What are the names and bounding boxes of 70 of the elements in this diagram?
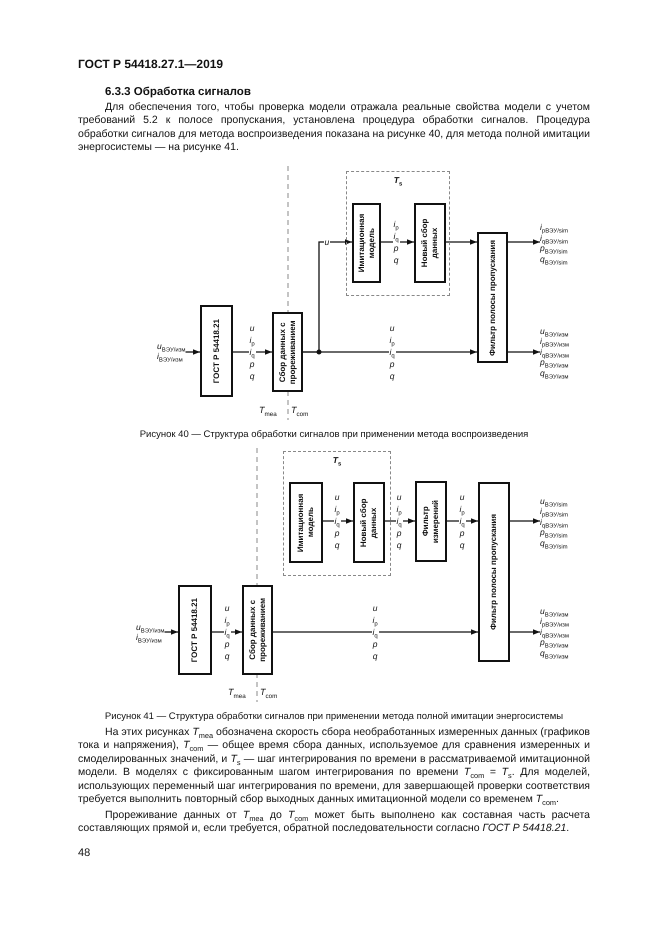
box-label: Новый сбор данных	[420, 218, 440, 270]
process-box	[478, 482, 510, 662]
box-label: Имитационная модель	[356, 212, 376, 274]
arrow	[508, 349, 540, 355]
box-label: Фильтр полосы пропускания	[489, 514, 499, 630]
arrow	[510, 629, 540, 635]
arrow	[446, 239, 477, 245]
process-box	[289, 482, 323, 563]
process-box	[178, 585, 212, 675]
arrow	[447, 518, 478, 524]
arrow	[186, 349, 200, 355]
time-label: T$_{mea}$	[228, 686, 247, 700]
box-label: ГОСТ Р 54418.21	[212, 318, 222, 384]
signal-label: i$_{p}$ i$_{q}$ p q	[392, 218, 400, 266]
signal-name: q$_{ВЭУ/изм}$	[540, 368, 569, 378]
signal-name: q$_{ВЭУ/изм}$	[540, 648, 569, 658]
signal-name: i$_{qВЭУ/sim}$	[540, 232, 568, 243]
paragraph: Для обеспечения того, чтобы проверка модели отражала реальные свойства модели с учетом требований 5.2 к полосе пропускания, установлена процедура обработки сигналов. Процедура обработки сигналов для метода воспроизведения показана на рисунке 40, для метода полной имитации энергосистемы — на рисунке 41.	[78, 101, 590, 155]
signal-name: i$_{qВЭУ/sim}$	[540, 516, 568, 528]
header: ГОСТ Р 54418.27.1—2019	[78, 58, 224, 72]
box-label: Сбор данных с прореживанием	[248, 597, 268, 664]
time-label: T$_{com}$	[260, 686, 278, 700]
section-heading: 6.3.3 Обработка сигналов	[105, 86, 251, 100]
signal-name: u$_{ВЭУ/изм}$	[136, 622, 165, 632]
process-box	[200, 305, 233, 397]
time-label: T$_{com}$	[291, 404, 310, 418]
group-label: T$_{s}$	[392, 175, 404, 186]
process-box	[352, 203, 381, 283]
signal-name: u$_{ВЭУ/sim}$	[540, 496, 568, 506]
signal-name: u$_{ВЭУ/изм}$	[540, 326, 569, 336]
arrow	[303, 349, 477, 355]
group-label: T$_{s}$	[332, 455, 342, 466]
paragraph: На этих рисунках T$_{mea}$ обозначена скорость сбора необработанных измеренных данных (графиков тока и напряжения), T$_{com}$ — общее время сбора данных, используемое для сравнения измеренных и смоделированных значений, и T$_{s}$ — шаг интегрирования по времени в рассматриваемой имитационной модели. В моделях с фиксированным шагом интегрирования по времени T$_{com}$ = T$_{s}$. Для моделей, использующих переменный шаг интегрирования по времени, для завершающей проверки соответствия требуется выполнить повторный сбор выходных данных имитационной модели со временем T$_{com}$.	[78, 726, 590, 806]
signal-name: i$_{pВЭУ/sim}$	[540, 222, 568, 232]
arrow	[164, 629, 178, 635]
dashed-group	[283, 451, 391, 576]
signal-name: i$_{ВЭУ/изм}$	[136, 632, 162, 642]
box-label: Новый сбор данных	[359, 497, 379, 549]
box-label: Фильтр полосы пропускания	[488, 240, 498, 356]
arrow	[385, 518, 415, 524]
signal-name: i$_{qВЭУ/изм}$	[540, 626, 569, 638]
process-box	[242, 585, 273, 675]
arrow	[323, 518, 353, 524]
signal-name: i$_{pВЭУ/изм}$	[540, 616, 569, 627]
dashed-group	[346, 171, 450, 296]
signal-name: u$_{ВЭУ/изм}$	[157, 340, 186, 351]
box-label: Имитационная модель	[296, 492, 316, 554]
process-box	[272, 312, 303, 392]
signal-name: i$_{ВЭУ/изм}$	[157, 351, 183, 362]
box-label: Фильтр измерений	[421, 498, 441, 546]
figure-caption: Рисунок 41 — Структура обработки сигналов при применении метода полной имитации энергосистемы	[104, 710, 564, 724]
arrow	[273, 629, 478, 635]
process-box	[415, 481, 447, 562]
signal-name: q$_{ВЭУ/sim}$	[540, 254, 568, 264]
process-box	[414, 203, 446, 283]
process-box	[477, 232, 508, 363]
arrow	[508, 239, 540, 245]
time-label: T$_{mea}$	[259, 404, 278, 418]
signal-name: q$_{ВЭУ/sim}$	[540, 538, 568, 548]
signal-name: i$_{pВЭУ/sim}$	[540, 506, 568, 517]
signal-name: i$_{pВЭУ/изм}$	[540, 336, 569, 347]
page-number: 48	[78, 847, 92, 860]
paragraph: Прореживание данных от T$_{mea}$ до T$_{com}$ может быть выполнено как составная часть расчета составляющих прямой и, если требуется, обратной последовательности согласно ГОСТ Р 54418.21.	[78, 809, 590, 836]
box-label: Сбор данных с прореживанием	[278, 319, 298, 386]
signal-name: i$_{qВЭУ/изм}$	[540, 346, 569, 358]
arrow	[510, 518, 540, 524]
figure-caption: Рисунок 40 — Структура обработки сигналов при применении метода воспроизведения	[138, 428, 530, 442]
signal-name: u$_{ВЭУ/изм}$	[540, 606, 569, 616]
process-box	[353, 482, 385, 563]
box-label: ГОСТ Р 54418.21	[190, 598, 200, 662]
